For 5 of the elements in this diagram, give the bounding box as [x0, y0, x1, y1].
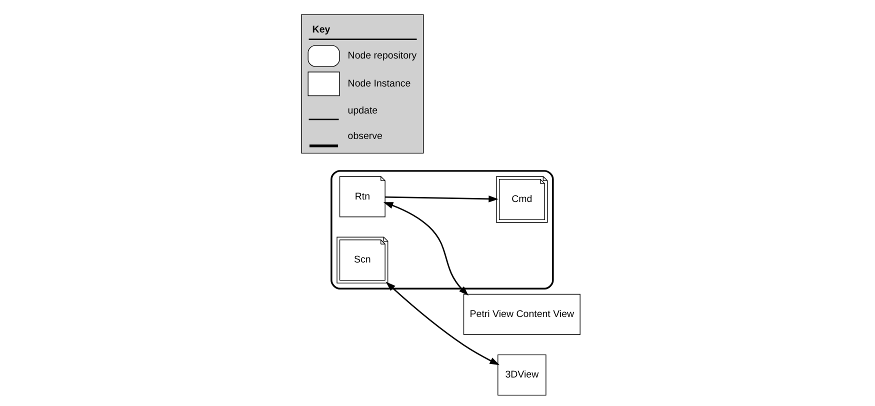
legend-label: Node Instance	[347, 78, 410, 89]
legend-label: observe	[347, 130, 382, 142]
legend-label: Node repository	[347, 50, 416, 62]
legend-label: update	[347, 104, 378, 116]
label: Key	[312, 24, 330, 35]
